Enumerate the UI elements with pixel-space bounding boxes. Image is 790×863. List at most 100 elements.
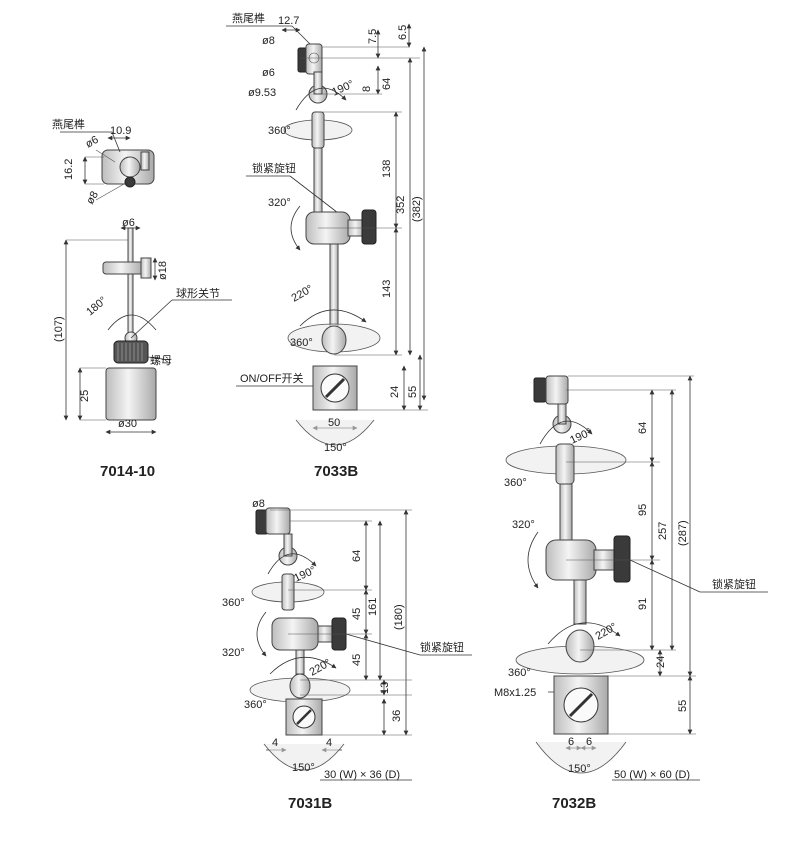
dim-64: 64 bbox=[637, 422, 649, 434]
upper-arm bbox=[555, 443, 575, 485]
dim-phi18: ø18 bbox=[157, 261, 169, 280]
dim-7-5: 7.5 bbox=[367, 29, 379, 44]
dim-64: 64 bbox=[351, 550, 363, 562]
holder-crossbar bbox=[102, 261, 144, 275]
dim-180: (180) bbox=[393, 604, 405, 630]
dim-257: 257 bbox=[657, 522, 669, 540]
arc-150-base bbox=[535, 741, 627, 774]
arc-190 bbox=[267, 553, 317, 575]
model-name-7031b: 7031B bbox=[288, 795, 332, 812]
label-dovetail: 燕尾榫 bbox=[232, 11, 265, 25]
angle-320: 320° bbox=[268, 197, 291, 209]
angle-150: 150° bbox=[324, 442, 347, 454]
dim-25: 25 bbox=[79, 390, 91, 402]
upper-rod bbox=[313, 147, 323, 215]
arc-320 bbox=[290, 205, 301, 251]
dim-64: 64 bbox=[381, 78, 393, 90]
dim-161: 161 bbox=[367, 598, 379, 616]
angle-180-arc bbox=[107, 314, 157, 331]
lock-knob bbox=[613, 535, 631, 583]
dim-55: 55 bbox=[677, 700, 689, 712]
dim-107: (107) bbox=[53, 316, 65, 342]
arc-150-base bbox=[263, 743, 345, 771]
angle-360-lower: 360° bbox=[508, 667, 531, 679]
dim-382: (382) bbox=[411, 196, 423, 222]
angle-150: 150° bbox=[568, 763, 591, 775]
clamp-lever bbox=[140, 151, 150, 171]
dim-phi8: ø8 bbox=[262, 35, 275, 47]
dim-16-2: 16.2 bbox=[63, 159, 75, 180]
dim-phi30: ø30 bbox=[118, 418, 137, 430]
angle-220: 220° bbox=[290, 283, 316, 305]
dim-8: 8 bbox=[361, 86, 373, 92]
label-thread: M8x1.25 bbox=[494, 687, 536, 699]
dim-13: 13 bbox=[379, 682, 391, 694]
base-size-7031b: 30 (W) × 36 (D) bbox=[324, 769, 400, 781]
arc-190 bbox=[295, 87, 347, 111]
lock-knob-leader bbox=[345, 633, 421, 656]
dim-4-right: 4 bbox=[326, 737, 332, 749]
dim-phi6-rod: ø6 bbox=[122, 217, 135, 229]
dim-6-left: 6 bbox=[568, 736, 574, 748]
lower-ball-joint bbox=[565, 629, 595, 663]
upper-arm bbox=[281, 573, 295, 611]
arc-320 bbox=[527, 531, 539, 589]
angle-320: 320° bbox=[512, 519, 535, 531]
dovetail-holder bbox=[265, 507, 291, 535]
label-dovetail: 燕尾榫 bbox=[52, 117, 85, 131]
angle-180: 180° bbox=[84, 294, 109, 318]
holder-clamp bbox=[140, 257, 152, 279]
base-size-7032b: 50 (W) × 60 (D) bbox=[614, 769, 690, 781]
arc-220 bbox=[299, 309, 367, 327]
angle-220: 220° bbox=[308, 657, 334, 679]
magnetic-base-7033b bbox=[312, 365, 358, 411]
dim-24: 24 bbox=[655, 656, 667, 668]
angle-360-lower: 360° bbox=[290, 337, 313, 349]
lock-knob-leader bbox=[629, 559, 701, 593]
angle-360-upper: 360° bbox=[268, 125, 291, 137]
lower-ball-joint bbox=[289, 673, 311, 699]
dim-6-5: 6.5 bbox=[397, 25, 409, 40]
model-name-7032b: 7032B bbox=[552, 795, 596, 812]
lower-rod bbox=[573, 579, 587, 625]
label-lock-knob: 锁紧旋钮 bbox=[252, 161, 296, 175]
angle-190: 190° bbox=[568, 426, 594, 446]
dim-phi8: ø8 bbox=[252, 498, 265, 510]
dim-352: 352 bbox=[395, 196, 407, 214]
lower-ball-joint bbox=[321, 325, 347, 355]
arc-150-base bbox=[295, 419, 375, 446]
dim-24: 24 bbox=[389, 386, 401, 398]
dim-55: 55 bbox=[407, 386, 419, 398]
angle-360-upper: 360° bbox=[504, 477, 527, 489]
arc-190 bbox=[539, 420, 593, 445]
dim-phi6-top: ø6 bbox=[84, 134, 101, 151]
dim-95: 95 bbox=[637, 504, 649, 516]
label-on-off-switch: ON/OFF开关 bbox=[240, 371, 304, 385]
dim-phi9-53: ø9.53 bbox=[248, 87, 276, 99]
dim-287: (287) bbox=[677, 520, 689, 546]
dim-45-upper: 45 bbox=[351, 608, 363, 620]
dim-4-left: 4 bbox=[272, 737, 278, 749]
lower-rod bbox=[329, 243, 339, 331]
arc-220 bbox=[547, 622, 621, 645]
model-name-7033b: 7033B bbox=[314, 463, 358, 480]
model-7032b-drawing: 64 190° 360° 95 257 (287) 320° 锁紧旋钮 91 2… bbox=[494, 375, 768, 812]
label-ball-joint: 球形关节 bbox=[176, 286, 220, 300]
dim-6-right: 6 bbox=[586, 736, 592, 748]
magnetic-base-7014 bbox=[105, 367, 157, 421]
knurled-nut bbox=[113, 340, 149, 364]
dim-10-9: 10.9 bbox=[110, 125, 131, 137]
dim-12-7: 12.7 bbox=[278, 15, 299, 27]
model-7033b-drawing: 燕尾榫 12.7 ø8 ø6 ø9.53 7.5 6.5 8 64 190° 3… bbox=[226, 11, 428, 480]
dovetail-holder bbox=[305, 43, 323, 75]
model-7031b-drawing: ø8 64 190° 360° 161 (180) 45 45 锁紧旋钮 320… bbox=[222, 498, 472, 812]
label-lock-knob: 锁紧旋钮 bbox=[420, 640, 464, 654]
model-name-7014-10: 7014-10 bbox=[100, 463, 155, 480]
dim-36: 36 bbox=[391, 710, 403, 722]
upper-arm bbox=[311, 111, 325, 149]
dim-143: 143 bbox=[381, 280, 393, 298]
fine-adjust-knob bbox=[533, 377, 547, 403]
angle-320: 320° bbox=[222, 647, 245, 659]
dim-91: 91 bbox=[637, 598, 649, 610]
